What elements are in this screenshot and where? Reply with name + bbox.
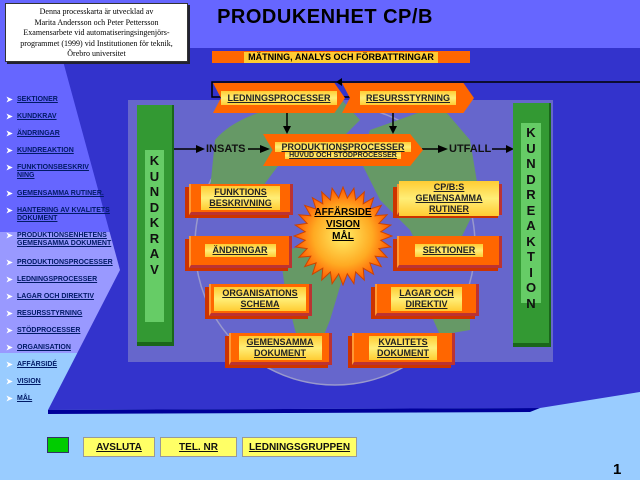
nav-item-kundkrav[interactable]: ➤KUNDKRAV xyxy=(6,112,57,121)
chevron-right-icon: ➤ xyxy=(6,343,13,352)
chevron-right-icon: ➤ xyxy=(6,258,13,267)
matning-analys-bar[interactable]: MÄTNING, ANALYS OCH FÖRBATTRINGAR xyxy=(212,51,470,63)
resursstyrning-arrow[interactable]: RESURSSTYRNING xyxy=(342,83,474,113)
nav-item-stodprocesser[interactable]: ➤STÖDPROCESSER xyxy=(6,326,81,335)
chevron-right-icon: ➤ xyxy=(6,326,13,335)
nav-item-resursstyrning[interactable]: ➤RESURSSTYRNING xyxy=(6,309,83,318)
nav-item-sektioner[interactable]: ➤SEKTIONER xyxy=(6,95,58,104)
chevron-right-icon: ➤ xyxy=(6,394,13,403)
chevron-right-icon: ➤ xyxy=(6,129,13,138)
page-title: PRODUKENHET CP/B xyxy=(217,6,433,28)
credit-line: Denna processkarta är utvecklad av xyxy=(39,7,154,16)
nav-item-lagar-och-direktiv[interactable]: ➤LAGAR OCH DIREKTIV xyxy=(6,292,94,301)
chevron-right-icon: ➤ xyxy=(6,146,13,155)
nav-item-vision[interactable]: ➤VISION xyxy=(6,377,41,386)
ledningsprocesser-arrow[interactable]: LEDNINGSPROCESSER xyxy=(213,83,345,113)
nav-item-affarside[interactable]: ➤AFFÄRSIDÉ xyxy=(6,360,58,369)
insats-label: INSATS xyxy=(206,143,246,155)
chevron-right-icon: ➤ xyxy=(6,292,13,301)
nav-item-gemensamma-rutiner[interactable]: ➤GEMENSAMMA RUTINER. xyxy=(6,189,104,198)
star-label[interactable]: AFFÄRSIDE VISION MÅL xyxy=(314,207,372,242)
nav-item-ledningsprocesser[interactable]: ➤LEDNINGSPROCESSER xyxy=(6,275,98,284)
credit-note: Denna processkarta är utvecklad av Marit… xyxy=(5,3,188,62)
nav-item-mal[interactable]: ➤MÅL xyxy=(6,394,33,403)
nav-item-hantering-kvalitetsdokument[interactable]: ➤HANTERING AV KVALITETS DOKUMENT xyxy=(6,206,110,223)
tel-nr-button[interactable]: TEL. NR xyxy=(160,437,237,457)
chevron-right-icon: ➤ xyxy=(6,95,13,104)
avsluta-button[interactable]: AVSLUTA xyxy=(83,437,155,457)
nav-item-andringar[interactable]: ➤ÄNDRINGAR xyxy=(6,129,60,138)
page-number: 1 xyxy=(613,461,622,478)
affarside-star[interactable] xyxy=(293,186,393,286)
chevron-right-icon: ➤ xyxy=(6,309,13,318)
ledningsgruppen-button[interactable]: LEDNINGSGRUPPEN xyxy=(242,437,357,457)
nav-item-funktionsbeskrivning[interactable]: ➤FUNKTIONSBESKRIV NING xyxy=(6,163,89,180)
chevron-right-icon: ➤ xyxy=(6,231,13,240)
chevron-right-icon: ➤ xyxy=(6,206,13,215)
nav-item-kundreaktion[interactable]: ➤KUNDREAKTION xyxy=(6,146,74,155)
nav-item-produktionsenhetens-dokument[interactable]: ➤PRODUKTIONSENHETENS GEMENSAMMA DOKUMENT xyxy=(6,231,112,248)
utfall-label: UTFALL xyxy=(449,143,492,155)
box-andringar[interactable]: ÄNDRINGAR xyxy=(189,236,292,268)
chevron-right-icon: ➤ xyxy=(6,275,13,284)
green-indicator-button[interactable] xyxy=(47,437,69,453)
box-sektioner[interactable]: SEKTIONER xyxy=(397,236,502,268)
credit-line: Examensarbete vid automatiseringsingenjö… xyxy=(23,28,170,37)
chevron-right-icon: ➤ xyxy=(6,377,13,386)
produktionsprocesser-arrow[interactable]: PRODUKTIONSPROCESSER HUVUD OCH STÖDPROCE… xyxy=(263,134,423,166)
credit-line: programmet (1999) vid Institutionen för … xyxy=(20,38,173,48)
credit-line: Marita Andersson och Peter Pettersson xyxy=(34,17,159,27)
nav-item-produktionsprocesser[interactable]: ➤PRODUKTIONSPROCESSER xyxy=(6,258,113,267)
chevron-right-icon: ➤ xyxy=(6,360,13,369)
chevron-right-icon: ➤ xyxy=(6,189,13,198)
chevron-right-icon: ➤ xyxy=(6,163,13,172)
credit-line: Örebro universitet xyxy=(67,49,126,58)
chevron-right-icon: ➤ xyxy=(6,112,13,121)
nav-item-organisation[interactable]: ➤ORGANISATION xyxy=(6,343,71,352)
